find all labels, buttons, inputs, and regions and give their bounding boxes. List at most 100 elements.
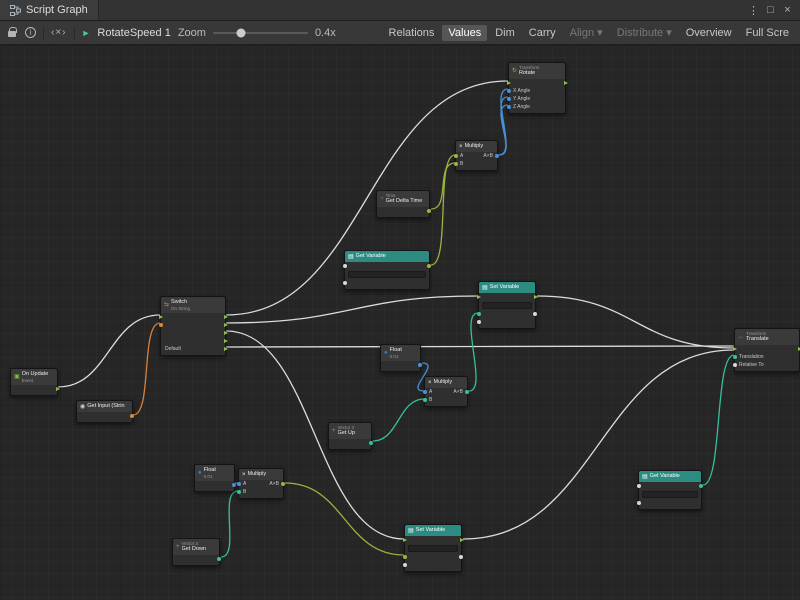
output-port[interactable] <box>369 441 373 445</box>
edge-switch-to-set-variable-2[interactable] <box>226 331 404 539</box>
input-port[interactable] <box>477 320 481 324</box>
output-port[interactable] <box>224 331 228 335</box>
node-header[interactable]: ×Multiply <box>239 469 283 480</box>
node-rotate[interactable]: ↻TransformRotateX AngleY AngleZ Angle <box>508 62 566 114</box>
output-port[interactable] <box>56 387 60 391</box>
edge-on-update-to-switch[interactable] <box>58 315 160 387</box>
node-header[interactable]: ×Multiply <box>425 377 467 388</box>
output-port[interactable] <box>224 339 228 343</box>
output-port[interactable] <box>224 347 228 351</box>
node-set-variable-2[interactable]: ▤Set Variable <box>404 524 462 572</box>
node-header[interactable]: ◉Get Input (Strin <box>77 401 132 412</box>
input-port[interactable] <box>507 97 511 101</box>
node-translate[interactable]: ↔TransformTranslateTranslationRelative T… <box>734 328 800 372</box>
output-port[interactable] <box>418 363 422 367</box>
toolbar-button-carry[interactable]: Carry <box>523 25 562 41</box>
input-port[interactable] <box>237 490 241 494</box>
close-icon[interactable]: × <box>779 4 796 16</box>
node-header[interactable]: ⇆SwitchOn String <box>161 297 225 313</box>
output-port[interactable] <box>495 154 499 158</box>
output-port[interactable] <box>465 390 469 394</box>
zoom-slider[interactable] <box>213 32 308 34</box>
edge-multiply-3-to-set-variable-2[interactable] <box>285 483 404 555</box>
node-header[interactable]: +Vector 3Get Up <box>329 423 371 439</box>
toolbar-button-values[interactable]: Values <box>442 25 487 41</box>
node-set-variable-1[interactable]: ▤Set Variable <box>478 281 536 329</box>
node-header[interactable]: ◔TimeGet Delta Time <box>377 191 429 207</box>
edge-vector3-down-to-multiply-3[interactable] <box>221 491 238 557</box>
node-get-input[interactable]: ◉Get Input (Strin <box>76 400 133 423</box>
input-port[interactable] <box>733 355 737 359</box>
edge-set-variable-2-to-translate[interactable] <box>463 350 734 539</box>
menu-icon[interactable]: ⋮ <box>745 4 762 17</box>
input-port[interactable] <box>343 264 347 268</box>
edge-set-variable-1-to-translate[interactable] <box>537 296 734 348</box>
variable-name-field[interactable] <box>642 491 698 498</box>
node-header[interactable]: ↔TransformTranslate <box>735 329 799 345</box>
output-port[interactable] <box>699 484 703 488</box>
input-port[interactable] <box>159 323 163 327</box>
node-header[interactable]: ▣On UpdateEvent <box>11 369 57 385</box>
variable-name-field[interactable] <box>482 302 532 309</box>
node-header[interactable]: ↻TransformRotate <box>509 63 565 79</box>
node-header[interactable]: ▤Set Variable <box>479 282 535 293</box>
edge-delta-time-to-multiply-1[interactable] <box>431 163 455 209</box>
input-port[interactable] <box>423 398 427 402</box>
edge-multiply-2-to-set-variable-1[interactable] <box>469 313 478 391</box>
output-port[interactable] <box>564 81 568 85</box>
variable-name-field[interactable] <box>408 545 458 552</box>
node-get-delta-time[interactable]: ◔TimeGet Delta Time <box>376 190 430 218</box>
input-port[interactable] <box>507 81 511 85</box>
input-port[interactable] <box>454 154 458 158</box>
input-port[interactable] <box>159 315 163 319</box>
output-port[interactable] <box>533 312 537 316</box>
lock-icon[interactable] <box>8 31 16 37</box>
input-port[interactable] <box>343 281 347 285</box>
input-port[interactable] <box>403 563 407 567</box>
node-header[interactable]: ▤Set Variable <box>405 525 461 536</box>
input-port[interactable] <box>637 501 641 505</box>
edge-get-variable-2-to-translate[interactable] <box>703 355 734 485</box>
node-header[interactable]: ▤Get Variable <box>639 471 701 482</box>
input-port[interactable] <box>637 484 641 488</box>
edge-get-input-to-switch[interactable] <box>133 323 160 415</box>
node-float-1[interactable]: ●Float0.01 <box>380 344 421 372</box>
output-port[interactable] <box>217 557 221 561</box>
node-header[interactable]: ●Float0.01 <box>195 465 234 481</box>
node-get-variable-2[interactable]: ▤Get Variable <box>638 470 702 510</box>
info-icon[interactable]: i <box>25 27 36 38</box>
output-port[interactable] <box>224 315 228 319</box>
node-multiply-2[interactable]: ×MultiplyAA×BB <box>424 376 468 407</box>
output-port[interactable] <box>427 264 431 268</box>
output-port[interactable] <box>130 414 134 418</box>
input-port[interactable] <box>423 390 427 394</box>
insert-unit-icon[interactable]: ‹×› <box>51 27 67 38</box>
edge-switch-default-to-translate[interactable] <box>226 346 734 347</box>
output-port[interactable] <box>232 483 236 487</box>
node-get-variable-1[interactable]: ▤Get Variable <box>344 250 430 290</box>
input-port[interactable] <box>477 295 481 299</box>
output-port[interactable] <box>281 482 285 486</box>
input-port[interactable] <box>733 363 737 367</box>
input-port[interactable] <box>507 105 511 109</box>
node-header[interactable]: ●Float0.01 <box>381 345 420 361</box>
node-header[interactable]: +Vector 3Get Down <box>173 539 219 555</box>
input-port[interactable] <box>403 538 407 542</box>
node-float-2[interactable]: ●Float0.01 <box>194 464 235 492</box>
output-port[interactable] <box>224 323 228 327</box>
output-port[interactable] <box>460 538 464 542</box>
edge-multiply-1-to-rotate-z[interactable] <box>499 105 508 155</box>
maximize-icon[interactable]: □ <box>762 4 779 16</box>
zoom-knob[interactable] <box>237 28 246 37</box>
input-port[interactable] <box>477 312 481 316</box>
input-port[interactable] <box>733 347 737 351</box>
tab-script-graph[interactable]: Script Graph <box>0 0 99 20</box>
output-port[interactable] <box>459 555 463 559</box>
input-port[interactable] <box>403 555 407 559</box>
node-header[interactable]: ▤Get Variable <box>345 251 429 262</box>
node-on-update[interactable]: ▣On UpdateEvent <box>10 368 58 396</box>
input-port[interactable] <box>237 482 241 486</box>
input-port[interactable] <box>507 89 511 93</box>
node-switch-on-string[interactable]: ⇆SwitchOn StringDefault <box>160 296 226 356</box>
variable-name-field[interactable] <box>348 271 426 278</box>
